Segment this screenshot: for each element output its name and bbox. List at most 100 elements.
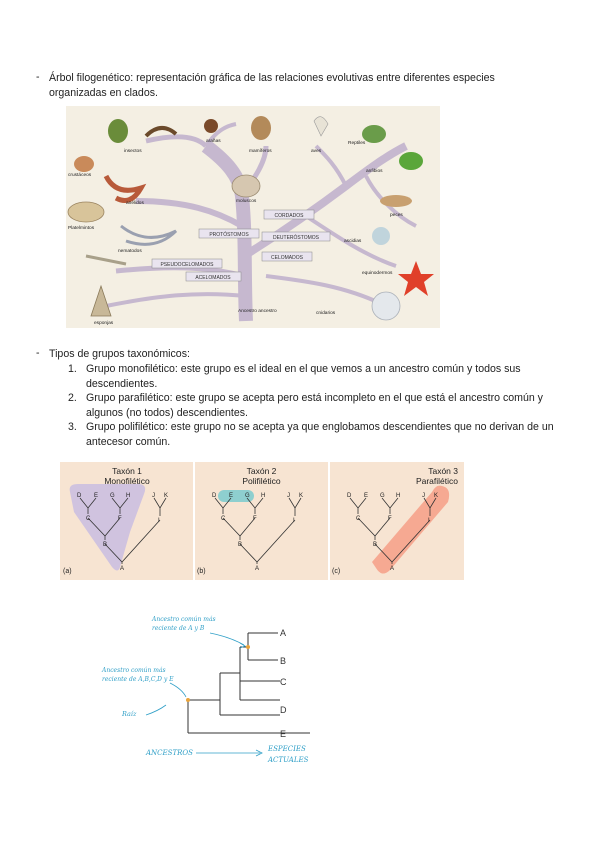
panel-c-taxon: Taxón 3 (428, 466, 458, 476)
label-platelmintos: Platelmintos (68, 225, 95, 231)
taxonomic-heading: Tipos de grupos taxonómicos: (49, 348, 190, 360)
cladogram: A B C D E Ancestro común más reciente de… (100, 605, 340, 775)
letter-i: I (293, 518, 295, 524)
bullet-dash: - (36, 347, 40, 359)
bullet-dash: - (36, 71, 40, 83)
letter-i: I (158, 518, 160, 524)
label-cnidarios: cnidarios (316, 310, 336, 316)
letter-a: A (120, 566, 124, 572)
label-aves: aves (311, 149, 322, 154)
label-equinodermos: equinodermos (362, 270, 393, 276)
deuterostomos-label: DEUTERÓSTOMOS (273, 234, 320, 241)
list-item-polifiletico: Grupo polifilético: este grupo no se ace… (86, 420, 586, 449)
list-number-3: 3. (68, 421, 77, 433)
pseudocelomados-label: PSEUDOCELOMADOS (160, 262, 214, 268)
letter-g: G (110, 493, 115, 499)
letter-f: F (253, 516, 257, 522)
label-reptiles: Reptiles (348, 140, 366, 146)
note-ab-line2: reciente de A y B (152, 625, 205, 632)
list-number-1: 1. (68, 363, 77, 375)
taxa-diagram: D E G H J K C F I B A D E G H J K C F I … (60, 462, 464, 580)
note-ab-line1: Ancestro común más (151, 616, 216, 623)
list-item-monofiletico: Grupo monofilético: este grupo es el ide… (86, 362, 586, 391)
panel-a-label: (a) (63, 568, 72, 575)
label-crustaceos: crustáceos (68, 172, 92, 178)
letter-k: K (164, 493, 168, 499)
letter-e: E (229, 493, 233, 499)
note-abcde-line1: Ancestro común más (101, 667, 166, 674)
raiz-label: Raíz (121, 710, 137, 718)
letter-g: G (245, 493, 250, 499)
list-item-line: Grupo polifilético: este grupo no se ace… (86, 421, 554, 433)
especies-line2: ACTUALES (267, 756, 309, 764)
list-item-line: descendientes. (86, 377, 158, 390)
list-item-parafiletico: Grupo parafilético: este grupo se acepta… (86, 391, 586, 420)
letter-c: C (356, 516, 361, 522)
label-esponja: esponjas (94, 320, 114, 326)
ancestros-label: ANCESTROS (145, 749, 193, 757)
label-anelidos: anélidos (126, 200, 144, 206)
label-ancestro: Ancestro ancestro (238, 308, 277, 314)
beetle-illustration (108, 119, 128, 143)
acelomados-label: ACELOMADOS (195, 275, 231, 281)
list-item-line: algunos (no todos) descendientes. (86, 406, 248, 419)
label-anfibios: anfibios (366, 168, 383, 174)
list-item-line: antecesor común. (86, 435, 171, 448)
letter-e: E (94, 493, 98, 499)
letter-i: I (428, 518, 430, 524)
root-node (186, 698, 190, 702)
letter-h: H (396, 493, 400, 499)
panel-c-type: Parafilético (415, 476, 458, 486)
label-insectos: insectos (124, 148, 142, 154)
letter-e: E (364, 493, 368, 499)
letter-j: J (152, 493, 155, 499)
letter-d: D (212, 493, 217, 499)
panel-c-title: Taxón 3 Parafilético (360, 466, 464, 486)
leaf-b: B (280, 656, 286, 666)
especies-line1: ESPECIES (267, 745, 306, 753)
label-ascidias: ascidias (344, 238, 362, 244)
letter-g: G (380, 493, 385, 499)
intro-line-1: Árbol filogenético: representación gráfi… (49, 72, 495, 84)
letter-h: H (261, 493, 265, 499)
panel-b-title: Taxón 2 Polifilético (194, 466, 329, 486)
leaf-a: A (280, 628, 286, 638)
panel-c-label: (c) (332, 568, 341, 575)
letter-h: H (126, 493, 130, 499)
list-item-line: Grupo monofilético: este grupo es el ide… (86, 363, 521, 375)
panel-b-type: Polifilético (242, 476, 281, 486)
taxa-diagram-drawing: D E G H J K C F I B A D E G H J K C F I … (69, 462, 450, 580)
letter-a: A (390, 566, 394, 572)
letter-c: C (221, 516, 226, 522)
panel-a-type: Monofilético (104, 476, 150, 486)
leaf-e: E (280, 729, 286, 739)
phylogenetic-tree-image: CORDADOS PROTÓSTOMOS DEUTERÓSTOMOS CELOM… (66, 106, 440, 328)
phylogenetic-tree-drawing: CORDADOS PROTÓSTOMOS DEUTERÓSTOMOS CELOM… (66, 106, 440, 328)
letter-b: B (373, 542, 377, 548)
label-nematodos: nematodos (118, 248, 142, 254)
leaf-c: C (280, 677, 287, 687)
label-mamiferos: mamíferos (249, 148, 272, 154)
letter-f: F (388, 516, 392, 522)
letter-a: A (255, 566, 259, 572)
protostomos-label: PROTÓSTOMOS (209, 231, 249, 238)
letter-f: F (118, 516, 122, 522)
note-abcde-line2: reciente de A,B,C,D y E (102, 676, 174, 683)
panel-b-taxon: Taxón 2 (246, 466, 277, 476)
leaf-d: D (280, 705, 287, 715)
letter-c: C (86, 516, 91, 522)
letter-k: K (434, 493, 438, 499)
celomados-label: CELOMADOS (271, 255, 304, 261)
cordados-label: CORDADOS (275, 213, 305, 219)
cladogram-drawing: A B C D E Ancestro común más reciente de… (101, 616, 310, 764)
intro-line-2: organizadas en clados. (49, 86, 158, 99)
ab-node (246, 645, 250, 649)
letter-b: B (103, 542, 107, 548)
letter-b: B (238, 542, 242, 548)
letter-d: D (347, 493, 352, 499)
panel-a-taxon: Taxón 1 (112, 466, 142, 476)
panel-a-title: Taxón 1 Monofilético (60, 466, 194, 486)
list-item-line: Grupo parafilético: este grupo se acepta… (86, 392, 543, 404)
letter-j: J (422, 493, 425, 499)
intro-paragraph: Árbol filogenético: representación gráfi… (49, 71, 569, 100)
